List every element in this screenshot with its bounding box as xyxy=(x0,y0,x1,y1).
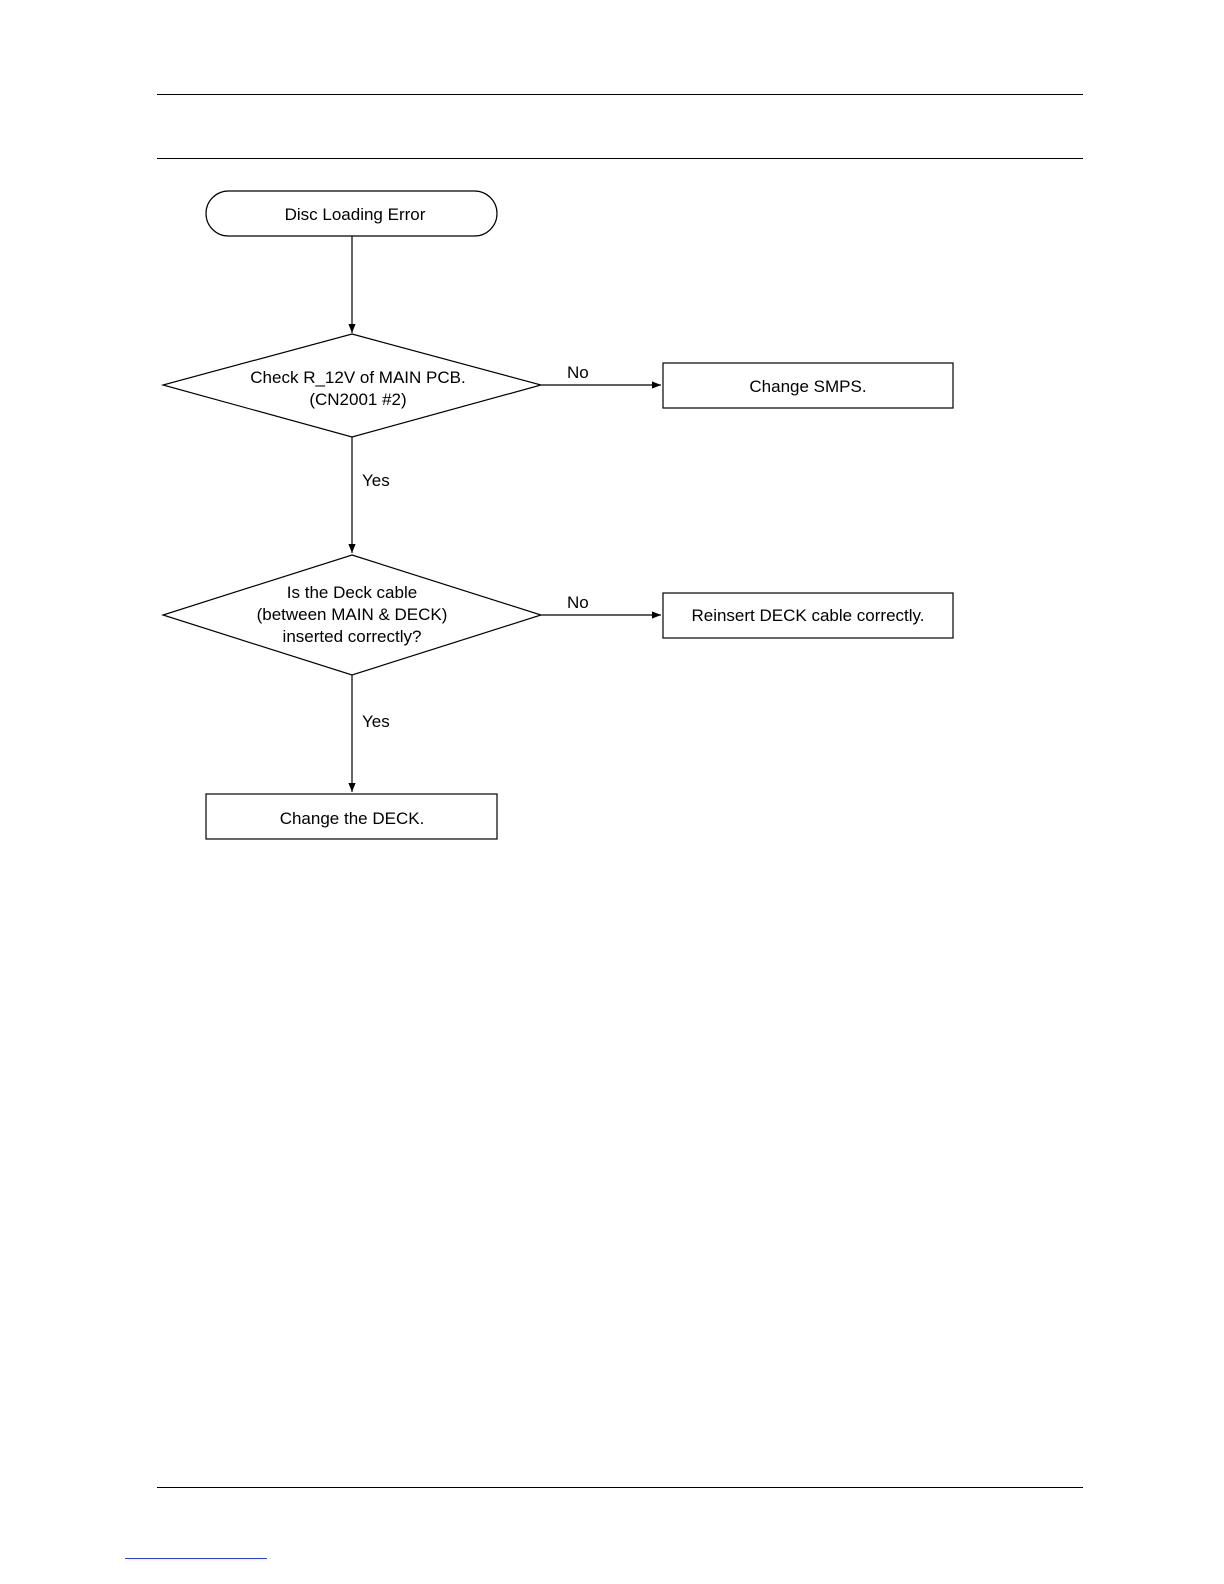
decision-2-line-2: (between MAIN & DECK) xyxy=(257,605,448,624)
action-change-smps-label: Change SMPS. xyxy=(749,377,866,396)
decision-1-line-2: (CN2001 #2) xyxy=(309,390,406,409)
action-change-deck-label: Change the DECK. xyxy=(280,809,425,828)
action-reinsert-deck-cable-label: Reinsert DECK cable correctly. xyxy=(691,606,924,625)
decision-2-yes-label: Yes xyxy=(362,712,390,731)
action-change-deck: Change the DECK. xyxy=(206,794,497,839)
start-terminal-label: Disc Loading Error xyxy=(285,205,426,224)
action-reinsert-deck-cable: Reinsert DECK cable correctly. xyxy=(663,593,953,638)
decision-2-line-1: Is the Deck cable xyxy=(287,583,417,602)
decision-1-line-1: Check R_12V of MAIN PCB. xyxy=(250,368,465,387)
decision-2-no-label: No xyxy=(567,593,589,612)
decision-2-line-3: inserted correctly? xyxy=(283,627,422,646)
decision-1: Check R_12V of MAIN PCB. (CN2001 #2) xyxy=(163,334,541,437)
start-terminal: Disc Loading Error xyxy=(206,191,497,236)
action-change-smps: Change SMPS. xyxy=(663,363,953,408)
decision-1-yes-label: Yes xyxy=(362,471,390,490)
decision-1-no-label: No xyxy=(567,363,589,382)
decision-2: Is the Deck cable (between MAIN & DECK) … xyxy=(163,555,541,675)
